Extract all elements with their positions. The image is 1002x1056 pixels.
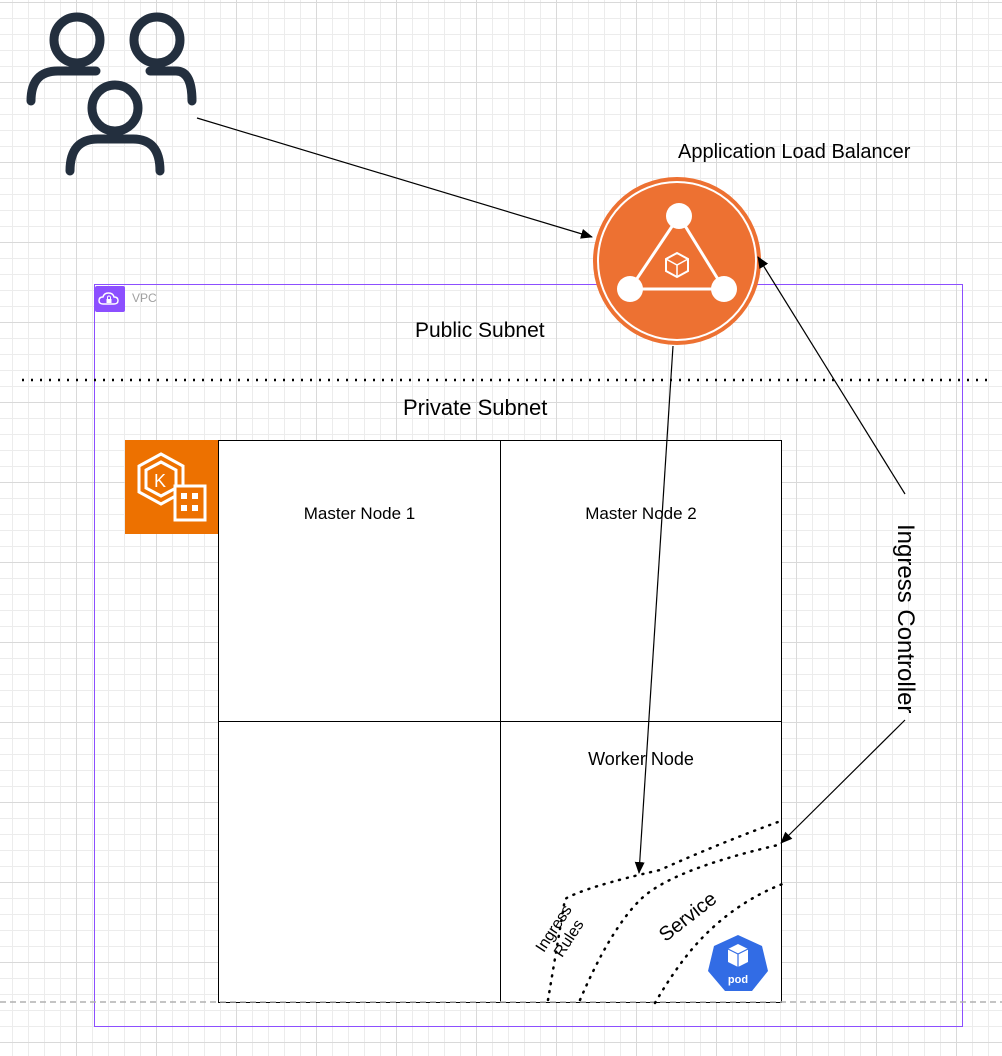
svg-text:K: K <box>154 471 166 491</box>
public-subnet-label: Public Subnet <box>415 319 545 342</box>
alb-label: Application Load Balancer <box>678 141 911 163</box>
service-pod-curve <box>653 881 787 1005</box>
alb-to-ingress-rules-arrow <box>634 345 674 874</box>
vpc-group <box>94 284 963 1027</box>
worker-node-label: Worker Node <box>588 749 694 769</box>
users-to-alb-arrow <box>196 117 593 239</box>
private-subnet-label: Private Subnet <box>403 395 548 420</box>
pod-label: pod <box>728 974 748 986</box>
controller-to-alb-arrow <box>757 256 906 495</box>
load-balancer-icon <box>593 177 761 345</box>
master-node-1: Master Node 1 <box>218 440 501 722</box>
controller-to-ingress-arrow <box>780 719 906 844</box>
master-node-2-label: Master Node 2 <box>585 504 697 523</box>
master-node-1-label: Master Node 1 <box>303 504 416 523</box>
users-group-icon <box>26 12 197 176</box>
empty-node <box>218 721 501 1003</box>
vpc-cloud-lock-icon <box>95 286 125 312</box>
vpc-label: VPC <box>132 291 157 305</box>
ingress-boundary-curve <box>546 820 780 1002</box>
eks-kubernetes-icon: K <box>125 440 218 534</box>
kubernetes-pod-icon: pod <box>708 935 768 991</box>
